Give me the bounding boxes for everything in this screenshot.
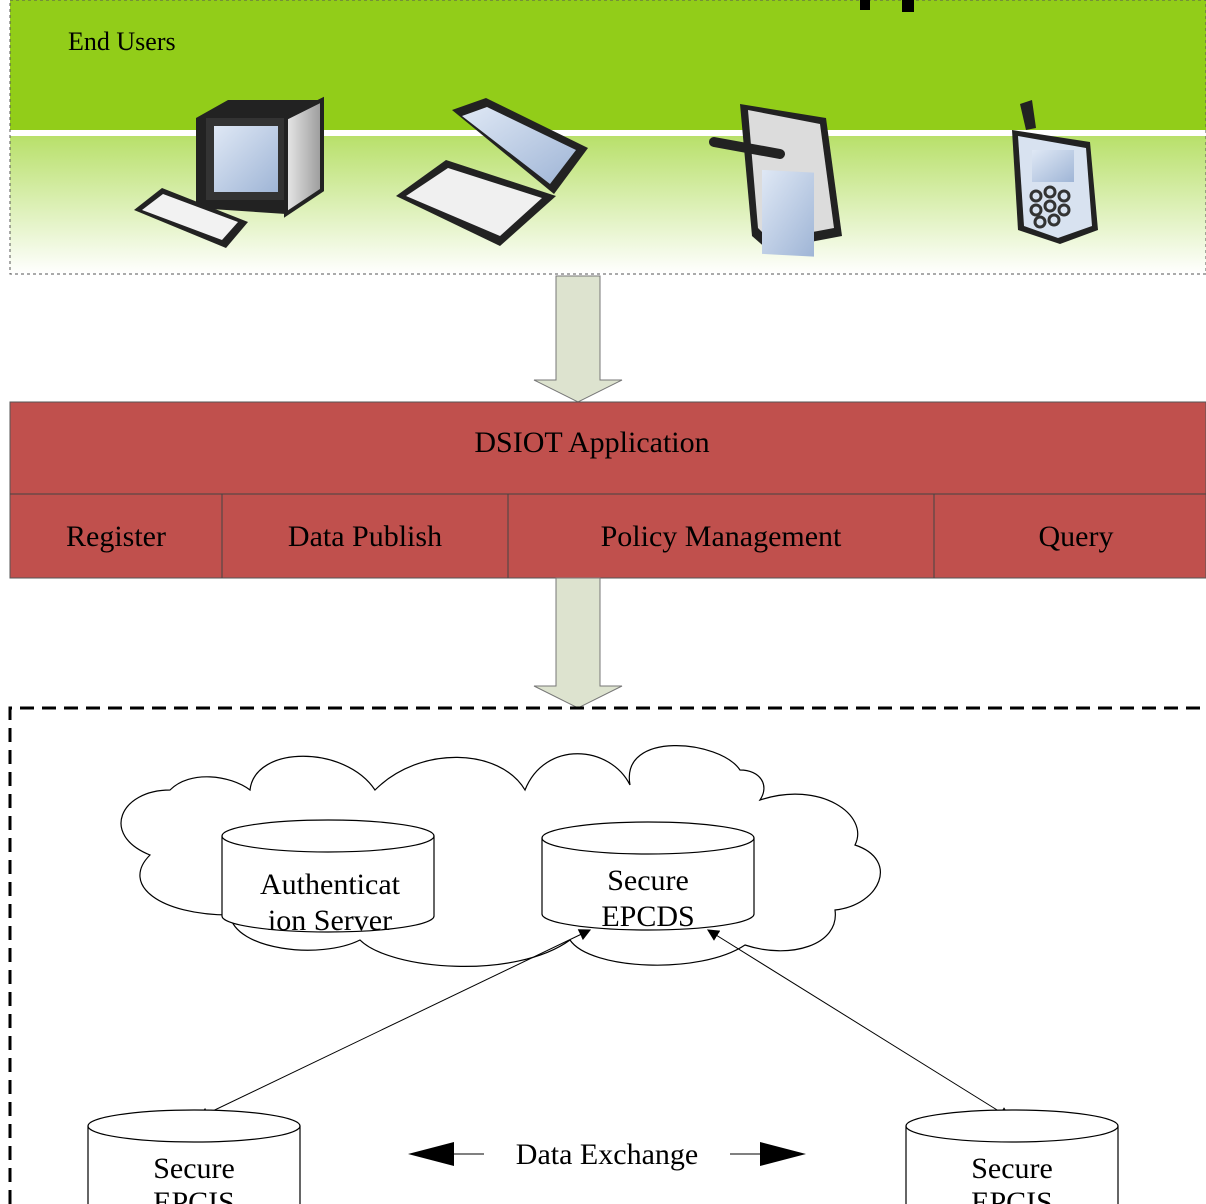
epcis-right-label-1: Secure [971, 1152, 1053, 1185]
cut-glyph-1 [860, 0, 870, 10]
epcds-left-epcis-link [196, 929, 592, 1119]
auth-server-label-2: ion Server [268, 904, 392, 937]
pda-tablet-icon [709, 104, 842, 257]
green-band [10, 0, 1206, 130]
epcis-left-label-2: EPCIS [153, 1186, 235, 1204]
end-users-border [9, 0, 1206, 275]
application-block: DSIOT Application Register Data Publish … [9, 401, 1206, 579]
epcds-label-2: EPCDS [601, 900, 694, 933]
auth-server-label-1: Authenticat [260, 868, 401, 901]
module-query: Query [1039, 520, 1114, 553]
laptop-icon [396, 98, 588, 246]
mobile-phone-icon [1012, 100, 1098, 244]
application-title: DSIOT Application [474, 426, 709, 459]
module-data-publish: Data Publish [288, 520, 442, 553]
epcis-left-label-1: Secure [153, 1152, 235, 1185]
end-users-panel: End Users [9, 0, 1206, 275]
cut-glyph-2 [902, 0, 914, 12]
data-exchange-label: Data Exchange [516, 1138, 698, 1171]
desktop-computer-icon [134, 96, 324, 248]
auth-server-cylinder [221, 819, 435, 933]
module-register: Register [66, 520, 166, 553]
epcis-left-cylinder [87, 1109, 301, 1204]
epcds-right-epcis-link [706, 929, 1012, 1119]
data-exchange-arrow [408, 1142, 806, 1166]
epcis-right-label-2: EPCIS [971, 1186, 1053, 1204]
down-arrow-1 [533, 275, 623, 403]
end-users-label: End Users [68, 27, 176, 56]
epcds-label-1: Secure [607, 864, 689, 897]
module-policy-management: Policy Management [601, 520, 842, 553]
epcis-right-cylinder [905, 1109, 1119, 1204]
down-arrow-2 [533, 577, 623, 709]
backend-region-border [8, 706, 1206, 1204]
epcds-cylinder [541, 821, 755, 931]
